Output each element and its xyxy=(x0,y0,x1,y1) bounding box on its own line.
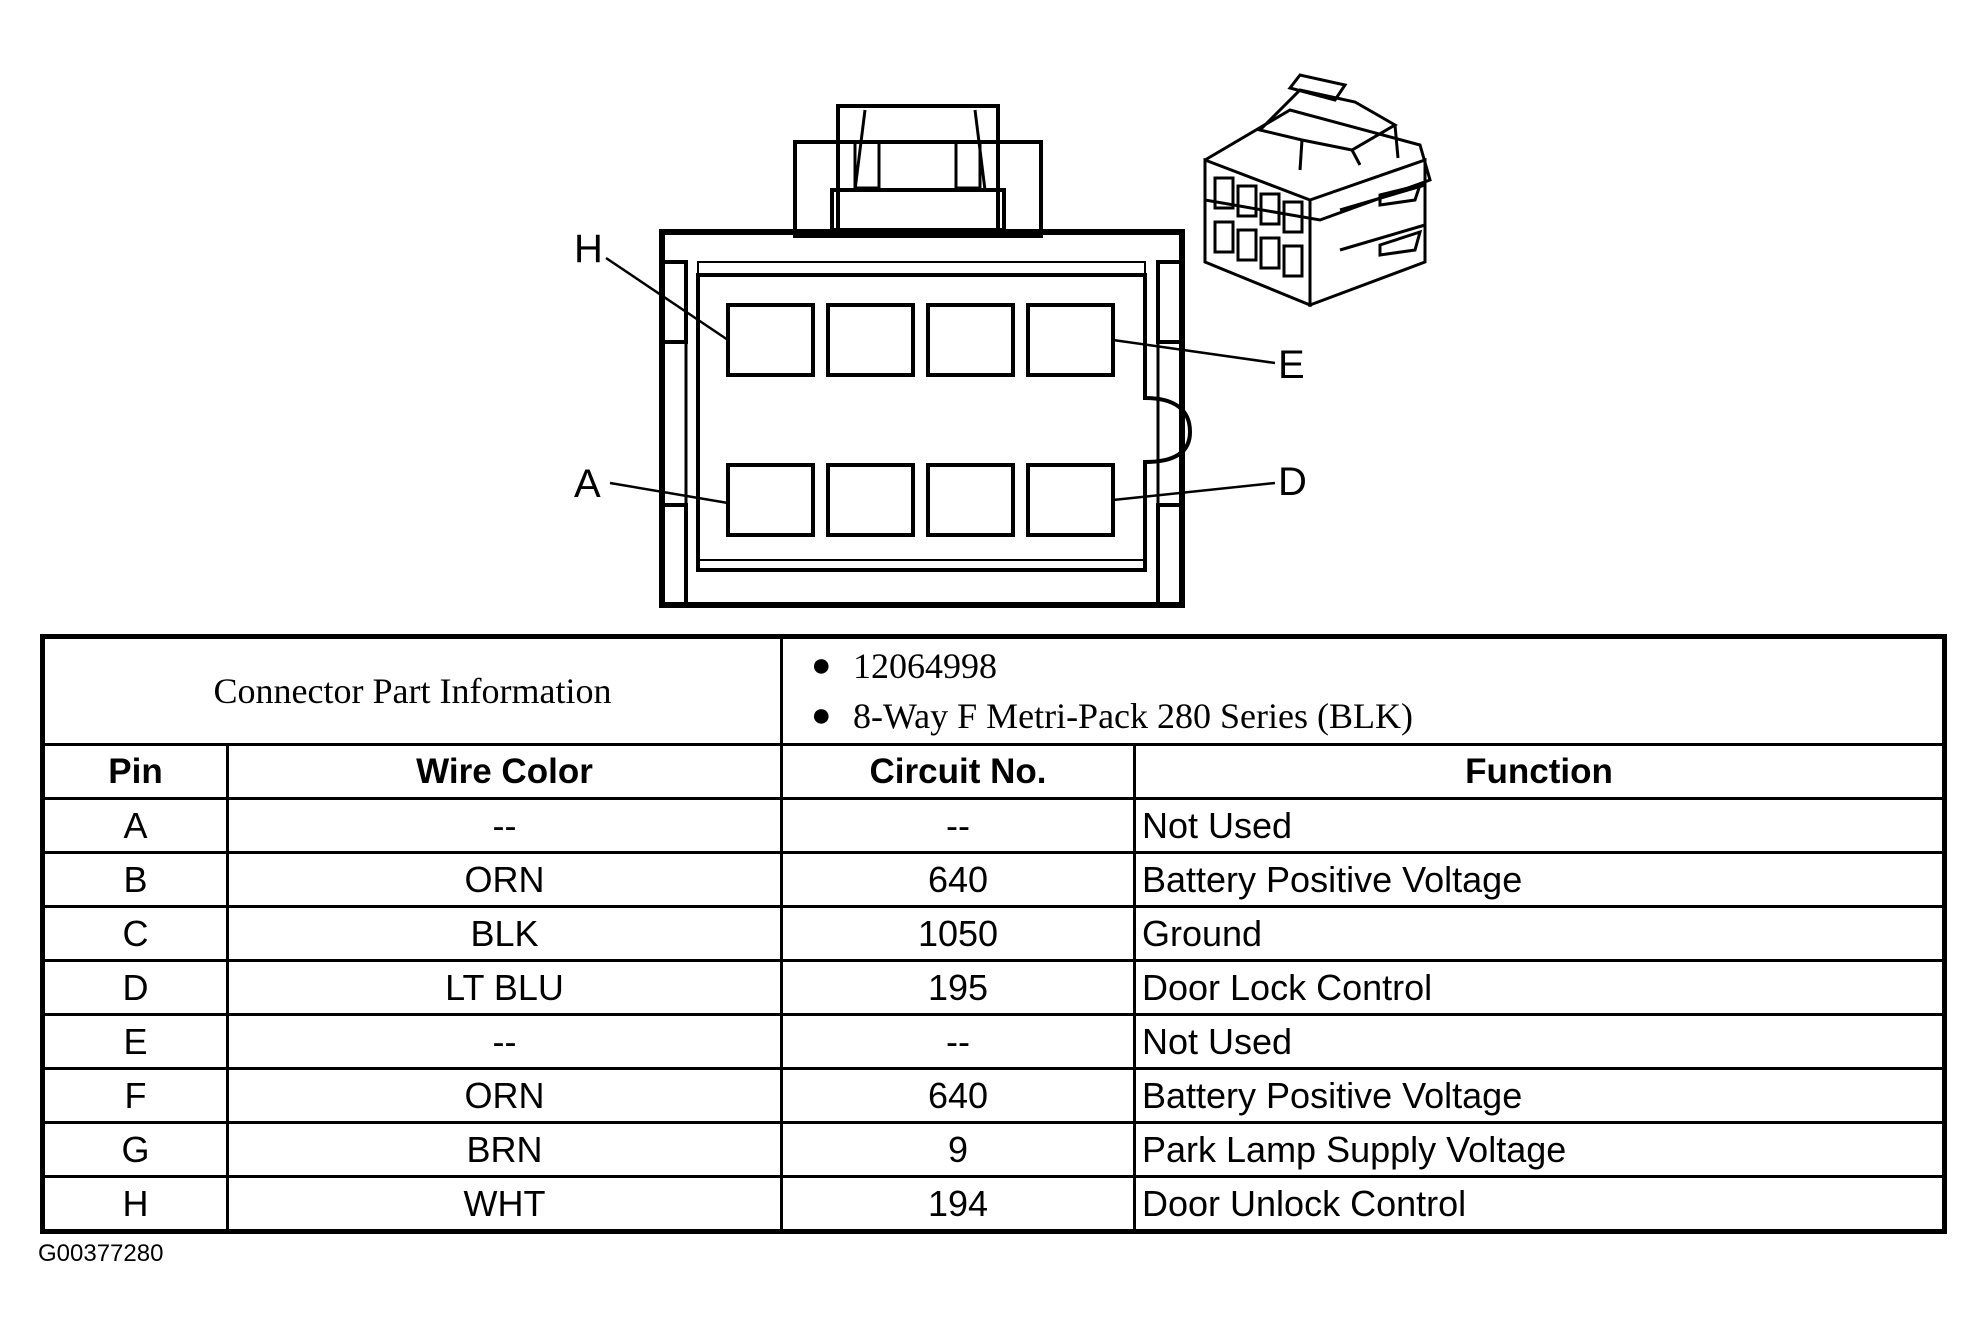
circuit-cell: 9 xyxy=(780,1121,1136,1178)
wire-color-cell: ORN xyxy=(226,851,783,908)
function-cell: Battery Positive Voltage xyxy=(1133,1067,1946,1124)
header-function: Function xyxy=(1133,743,1946,800)
table-row: F ORN 640 Battery Positive Voltage xyxy=(41,1067,1946,1124)
part-number: 12064998 xyxy=(853,646,997,686)
circuit-cell: 194 xyxy=(780,1175,1136,1233)
cavity-f xyxy=(926,303,1015,377)
table-row: B ORN 640 Battery Positive Voltage xyxy=(41,851,1946,908)
pin-cell: D xyxy=(41,959,229,1016)
table-row: E -- -- Not Used xyxy=(41,1013,1946,1070)
connector-info-label: Connector Part Information xyxy=(41,635,783,746)
pin-cell: G xyxy=(41,1121,229,1178)
connector-isometric-icon xyxy=(1203,73,1432,308)
bullet-icon: ● xyxy=(811,647,832,684)
wire-color-cell: LT BLU xyxy=(226,959,783,1016)
function-cell: Park Lamp Supply Voltage xyxy=(1133,1121,1946,1178)
callout-a: A xyxy=(574,462,601,506)
table-row: A -- -- Not Used xyxy=(41,797,1946,854)
cavity-d xyxy=(1026,463,1115,537)
circuit-cell: -- xyxy=(780,1013,1136,1070)
table-row: G BRN 9 Park Lamp Supply Voltage xyxy=(41,1121,1946,1178)
function-cell: Battery Positive Voltage xyxy=(1133,851,1946,908)
pin-cell: B xyxy=(41,851,229,908)
wire-color-cell: BRN xyxy=(226,1121,783,1178)
cavity-g xyxy=(826,303,915,377)
callout-h: H xyxy=(574,227,603,271)
table-header-row: Pin Wire Color Circuit No. Function xyxy=(41,743,1946,800)
pin-cell: H xyxy=(41,1175,229,1233)
pin-cell: E xyxy=(41,1013,229,1070)
connector-info-item: ● 8-Way F Metri-Pack 280 Series (BLK) xyxy=(811,691,1942,741)
callout-d: D xyxy=(1278,460,1307,504)
wire-color-cell: -- xyxy=(226,797,783,854)
wire-color-cell: ORN xyxy=(226,1067,783,1124)
connector-info-row: Connector Part Information ● 12064998 ● 8-… xyxy=(41,635,1946,746)
function-cell: Door Unlock Control xyxy=(1133,1175,1946,1233)
wire-color-cell: WHT xyxy=(226,1175,783,1233)
wire-color-cell: BLK xyxy=(226,905,783,962)
pin-cell: A xyxy=(41,797,229,854)
callout-e: E xyxy=(1278,343,1305,387)
connector-face xyxy=(659,104,1193,608)
circuit-cell: 640 xyxy=(780,851,1136,908)
bullet-icon: ● xyxy=(811,697,832,734)
table-row: C BLK 1050 Ground xyxy=(41,905,1946,962)
cavity-a xyxy=(726,463,815,537)
table-row: D LT BLU 195 Door Lock Control xyxy=(41,959,1946,1016)
connector-description: 8-Way F Metri-Pack 280 Series (BLK) xyxy=(853,696,1413,736)
cavity-c xyxy=(926,463,1015,537)
function-cell: Door Lock Control xyxy=(1133,959,1946,1016)
circuit-cell: 1050 xyxy=(780,905,1136,962)
latch-window xyxy=(830,188,1006,232)
header-circuit-no: Circuit No. xyxy=(780,743,1136,800)
figure-id: G00377280 xyxy=(38,1240,164,1267)
connector-body xyxy=(659,229,1185,608)
function-cell: Not Used xyxy=(1133,797,1946,854)
function-cell: Not Used xyxy=(1133,1013,1946,1070)
connector-pinout-table: Connector Part Information ● 12064998 ● 8-… xyxy=(40,634,1947,1234)
latch-top xyxy=(793,140,1043,238)
pin-cell: C xyxy=(41,905,229,962)
function-cell: Ground xyxy=(1133,905,1946,962)
connector-info-list: ● 12064998 ● 8-Way F Metri-Pack 280 Series… xyxy=(780,635,1946,746)
connector-info-item: ● 12064998 xyxy=(811,641,1942,691)
pin-cell: F xyxy=(41,1067,229,1124)
cavity-b xyxy=(826,463,915,537)
circuit-cell: 195 xyxy=(780,959,1136,1016)
circuit-cell: 640 xyxy=(780,1067,1136,1124)
connector-diagram: H E A D xyxy=(574,73,1432,608)
table-row: H WHT 194 Door Unlock Control xyxy=(41,1175,1946,1233)
circuit-cell: -- xyxy=(780,797,1136,854)
header-wire-color: Wire Color xyxy=(226,743,783,800)
wire-color-cell: -- xyxy=(226,1013,783,1070)
cavity-h xyxy=(726,303,815,377)
cavity-e xyxy=(1026,303,1115,377)
header-pin: Pin xyxy=(41,743,229,800)
callout-leaders xyxy=(605,256,1276,505)
